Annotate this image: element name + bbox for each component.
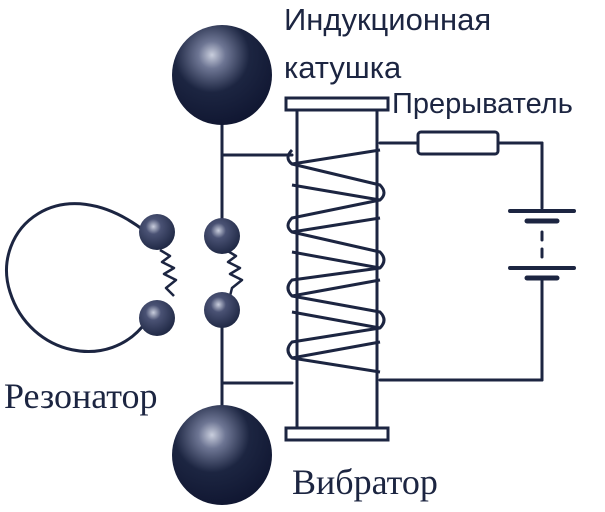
vibrator-sphere-top xyxy=(172,25,272,125)
wires xyxy=(220,108,544,422)
induction-coil xyxy=(284,96,390,442)
vibrator-sphere-bottom xyxy=(172,405,272,505)
battery xyxy=(508,209,576,281)
vibrator-spark xyxy=(225,248,244,297)
induction-coil-label-line1: Индукционная xyxy=(284,2,492,37)
interrupter-box xyxy=(416,130,500,156)
resonator-ball-top xyxy=(139,214,175,250)
spark-gap-ball-top xyxy=(204,218,240,254)
interrupter-label: Прерыватель xyxy=(392,88,573,120)
resonator-ball-bottom xyxy=(139,300,175,336)
induction-coil-label-line2: катушка xyxy=(284,50,402,85)
resonator-ring xyxy=(5,202,148,353)
vibrator-label: Вибратор xyxy=(292,462,438,502)
resonator-spark xyxy=(159,248,178,297)
resonator-label: Резонатор xyxy=(4,376,158,416)
spark-gap-ball-bottom xyxy=(204,292,240,328)
